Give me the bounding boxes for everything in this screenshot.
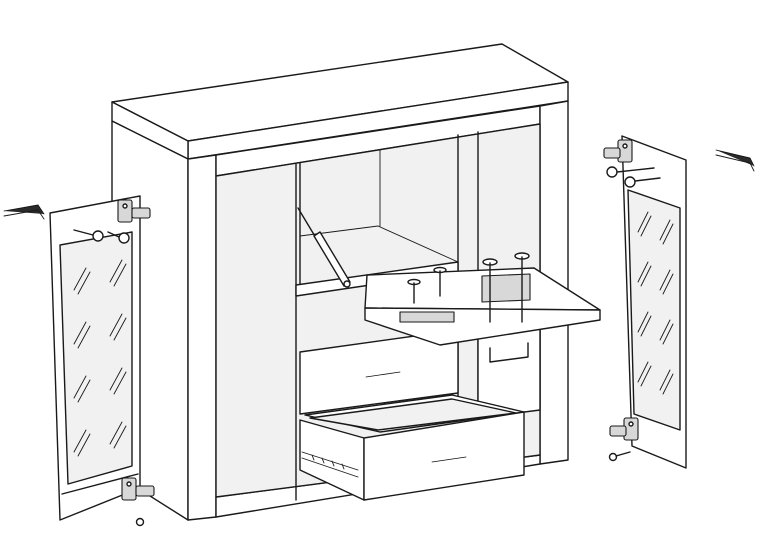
flap-screws	[407, 252, 530, 323]
lower-drawer-handle	[431, 456, 467, 463]
flap-hinge-plate	[481, 273, 531, 303]
screw	[433, 266, 447, 297]
screw	[407, 278, 421, 304]
side-drawer-handle	[489, 342, 529, 363]
right-door-glass	[627, 189, 681, 431]
drawer-runner	[301, 451, 359, 471]
right-door-glare-marks	[637, 211, 674, 395]
drawer-front	[363, 411, 525, 501]
screw	[608, 451, 631, 462]
glass-door-right	[621, 135, 687, 469]
gas-strut-rod	[297, 207, 317, 239]
door-handle	[715, 149, 755, 172]
screw	[606, 166, 655, 178]
upper-drawer-front	[299, 329, 459, 415]
drawer-runner-2	[301, 457, 359, 478]
screw	[482, 258, 498, 323]
left-door-glare-marks	[73, 259, 127, 457]
screw	[73, 229, 104, 242]
front-frame-left-stile	[187, 154, 217, 521]
screw	[107, 231, 130, 244]
hinge	[117, 199, 151, 223]
screw	[135, 517, 145, 527]
drop-down-flap	[364, 267, 601, 346]
door-handle	[3, 204, 45, 220]
gas-strut-pivot	[343, 280, 351, 288]
upper-drawer-handle	[365, 371, 401, 378]
screw	[514, 252, 530, 323]
hinge	[603, 139, 633, 163]
left-door-bottom-rail	[61, 473, 139, 495]
lower-drawer-pulled-out	[299, 394, 525, 501]
hinge	[609, 417, 639, 441]
glass-door-left	[49, 195, 141, 521]
left-door-glass	[59, 231, 133, 485]
hinge	[121, 477, 155, 501]
screw	[624, 176, 661, 188]
inner-shelf-line	[299, 225, 459, 263]
gas-strut	[297, 207, 351, 288]
flap-mounting-bracket	[399, 311, 455, 323]
runner-teeth	[311, 454, 345, 470]
